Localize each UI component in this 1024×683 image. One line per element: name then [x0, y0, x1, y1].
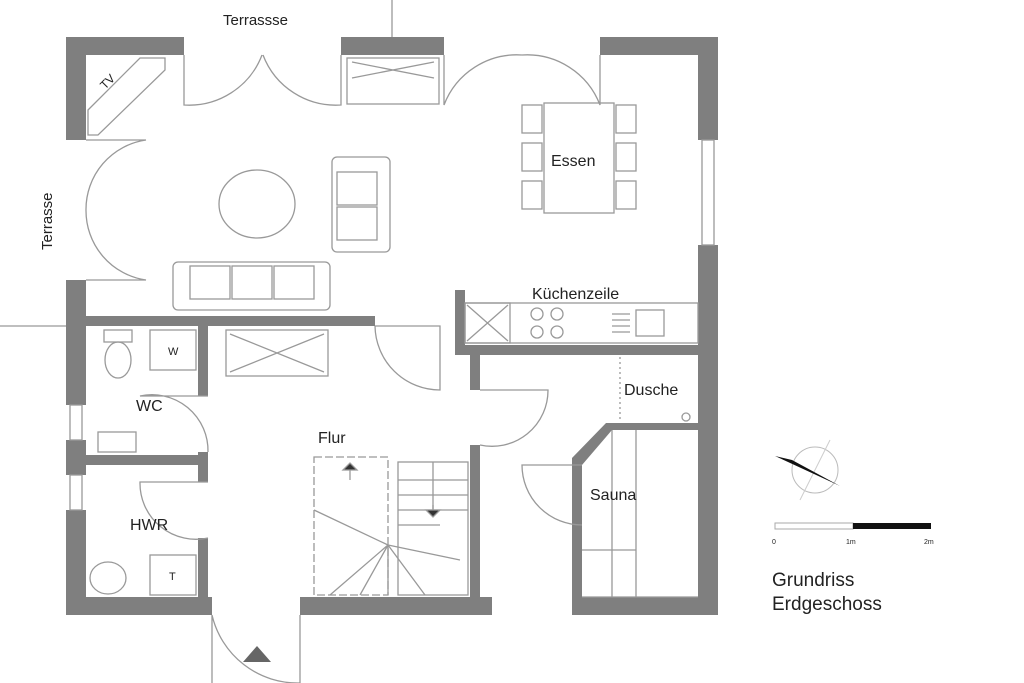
- furniture: [87, 57, 699, 598]
- title-line-1: Grundriss: [772, 570, 854, 591]
- entrance-arrow-icon: [243, 646, 271, 662]
- label-wc: WC: [136, 398, 163, 415]
- doors: [85, 54, 601, 683]
- inner-walls: [86, 290, 698, 597]
- title-line-2: Erdgeschoss: [772, 594, 882, 615]
- label-kitchen: Küchenzeile: [532, 286, 619, 303]
- scale-tick-0: 0: [772, 539, 776, 546]
- label-dining: Essen: [551, 153, 595, 170]
- scale-tick-1m: 1m: [846, 539, 856, 546]
- scale-tick-2m: 2m: [924, 539, 934, 546]
- label-utility: HWR: [130, 517, 168, 534]
- label-terrace-top: Terrassse: [223, 12, 288, 29]
- outer-walls: [66, 37, 718, 615]
- scale-bar: 0 1m 2m: [772, 522, 934, 546]
- label-tv: TV: [97, 71, 118, 92]
- label-terrace-left: Terrasse: [39, 192, 56, 250]
- label-shower: Dusche: [624, 382, 678, 399]
- label-washer: W: [168, 346, 179, 358]
- label-dryer: T: [169, 571, 176, 583]
- compass-icon: [775, 439, 840, 501]
- windows: [69, 139, 715, 511]
- label-hall: Flur: [318, 430, 346, 447]
- label-sauna: Sauna: [590, 487, 636, 504]
